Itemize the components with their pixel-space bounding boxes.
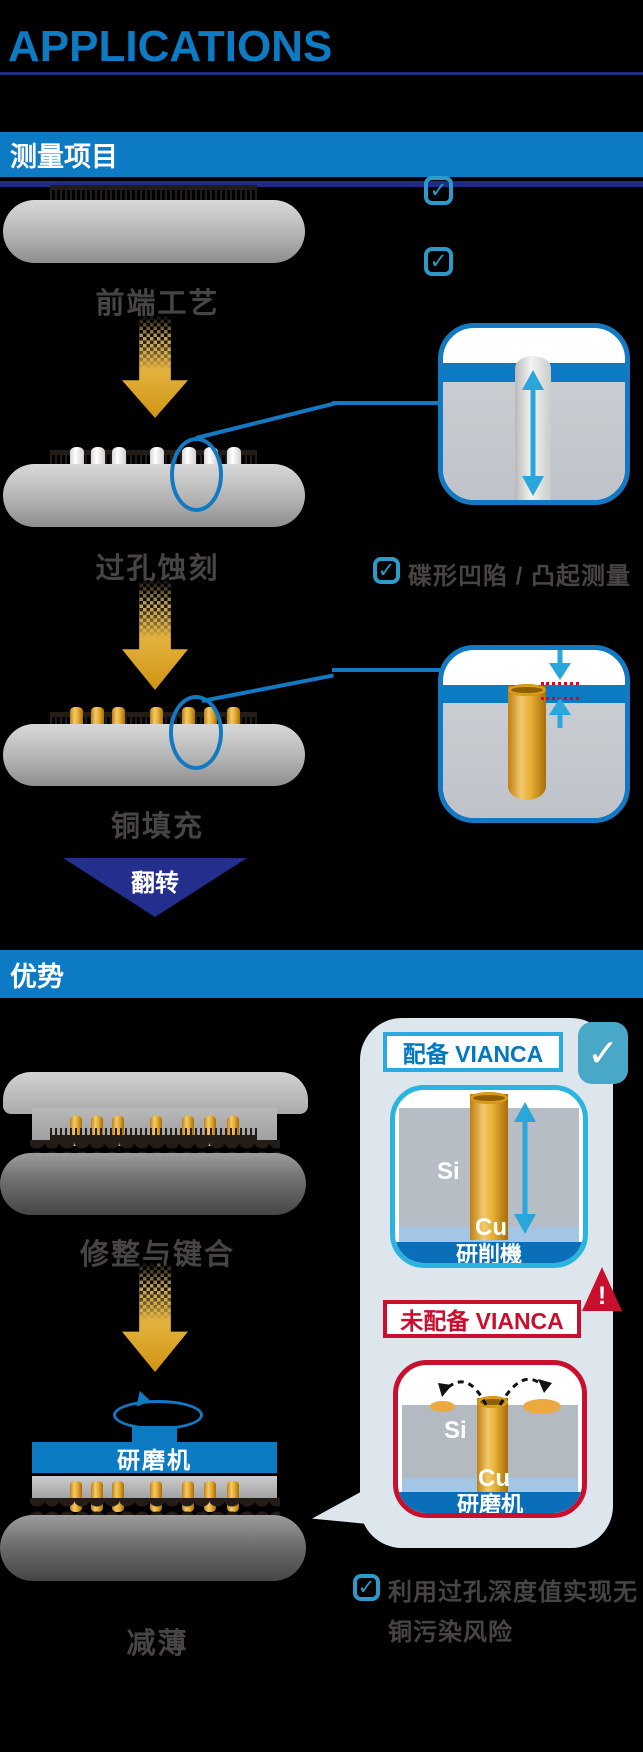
section-advantages-title: 优势 (10, 961, 64, 992)
via-depth-callout (438, 323, 630, 505)
checkbox-icon-2: ✓ (424, 247, 453, 276)
copper-splatter (430, 1401, 455, 1412)
highlight-ellipse (170, 437, 223, 512)
cu-label: Cu (475, 1214, 507, 1241)
grinder-band: 研磨机 (398, 1492, 582, 1513)
process-arrow-icon (122, 1263, 188, 1372)
check-icon: ✓ (429, 179, 448, 202)
check-badge-icon: ✓ (578, 1022, 628, 1084)
depth-arrow-icon (514, 1102, 536, 1234)
flip-arrow: 翻转 (63, 858, 247, 917)
flip-label: 翻转 (131, 870, 179, 897)
copper-splatter (523, 1399, 561, 1414)
wafer-via-etch (3, 464, 305, 527)
callout-line (332, 668, 440, 672)
contamination-arrows-icon (438, 1377, 552, 1406)
callout-line (332, 401, 440, 405)
warning-glyph: ! (597, 1282, 607, 1310)
circuit-pattern (50, 185, 257, 201)
si-label: Si (437, 1158, 460, 1185)
with-vianca-box: 配备 VIANCA (383, 1032, 563, 1072)
wafer-front-end (3, 200, 305, 263)
grinder-machine-label: 研磨机 (456, 1491, 523, 1517)
panel-tail (312, 1488, 368, 1524)
copper-via (508, 684, 546, 800)
section-measurement-header: 测量项目 (0, 132, 643, 177)
section-divider-line (0, 181, 643, 187)
step1-label: 前端工艺 (95, 288, 220, 320)
check-icon: ✓ (377, 559, 396, 582)
process-arrow-icon (122, 316, 188, 418)
checkbox-icon-dishing: ✓ (373, 557, 400, 584)
check-icon: ✓ (587, 1032, 619, 1075)
bottom-wafer (0, 1153, 306, 1215)
carrier-wafer (0, 1515, 306, 1581)
grinder-plate-label: 研磨机 (117, 1446, 192, 1473)
grinder-band: 研削機 (395, 1242, 583, 1263)
si-label: Si (444, 1417, 467, 1444)
dishing-callout (438, 645, 630, 823)
grinder-plate: 研磨机 (32, 1442, 277, 1473)
copper-risk-line2: 铜污染风险 (388, 1619, 513, 1646)
cu-label: Cu (478, 1465, 510, 1492)
arrow-up-icon (549, 698, 571, 728)
copper-risk-line1: 利用过孔深度值实现无 (388, 1579, 638, 1606)
checkbox-icon-1: ✓ (424, 176, 453, 205)
wafer-copper-fill (3, 724, 305, 786)
step3-label: 铜填充 (110, 811, 204, 843)
step5-label: 减薄 (126, 1628, 189, 1660)
arrow-down-icon (549, 650, 571, 680)
circuit-pattern (50, 1128, 257, 1140)
check-icon: ✓ (429, 250, 448, 273)
without-vianca-label: 未配备 VIANCA (400, 1308, 564, 1334)
dishing-label: 碟形凹陷 / 凸起测量 (408, 563, 632, 590)
callout-line (195, 401, 337, 440)
grinder-machine-label: 研削機 (455, 1241, 522, 1267)
copper-via (470, 1092, 508, 1240)
check-icon: ✓ (357, 1576, 376, 1599)
process-arrow-icon (122, 580, 188, 690)
section-advantages-header: 优势 (0, 950, 643, 998)
with-vianca-label: 配备 VIANCA (402, 1041, 544, 1067)
top-wafer-flipped (3, 1072, 308, 1114)
section-measurement-title: 测量项目 (10, 142, 118, 172)
title-underline (0, 72, 643, 75)
with-vianca-illustration: 研削機 Si Cu (390, 1085, 588, 1268)
callout-line (201, 673, 334, 703)
without-vianca-illustration: 研磨机 Si Cu (393, 1360, 587, 1518)
depth-arrow-icon (522, 370, 544, 496)
page-title: APPLICATIONS (8, 22, 333, 71)
without-vianca-box: 未配备 VIANCA (383, 1300, 581, 1338)
highlight-ellipse (169, 695, 223, 770)
grinder-spindle (132, 1426, 177, 1443)
step2-label: 过孔蚀刻 (95, 553, 220, 585)
checkbox-icon-copper-risk: ✓ (353, 1574, 380, 1601)
